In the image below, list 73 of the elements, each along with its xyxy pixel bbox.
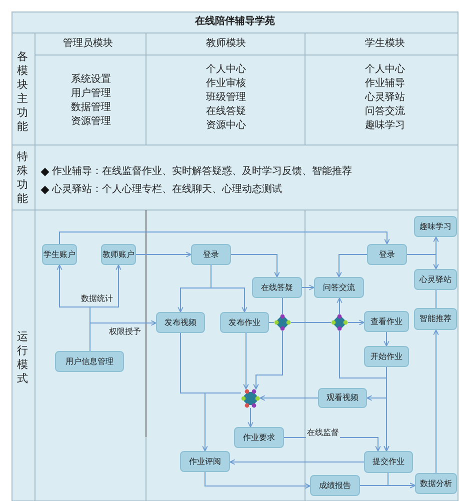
row-heading: 各模块主功能 <box>17 50 29 134</box>
process-box: 观看视频 <box>318 388 367 408</box>
connector-line <box>290 322 332 323</box>
process-box: 心灵驿站 <box>414 269 457 290</box>
arrow <box>366 366 387 401</box>
arrow <box>210 264 248 312</box>
arrow <box>406 254 439 270</box>
function-item: 趣味学习 <box>364 120 406 132</box>
connector-line <box>282 298 283 314</box>
arrow <box>230 254 280 278</box>
function-item: 心灵驿站 <box>364 92 406 104</box>
process-box: 教师账户 <box>101 244 136 265</box>
process-box: 提交作业 <box>364 451 413 473</box>
arrow <box>136 252 192 258</box>
arrow <box>243 332 249 390</box>
function-item: 问答交流 <box>364 106 406 118</box>
arrow <box>90 320 156 352</box>
arrow <box>253 330 283 390</box>
bullet-text: 作业辅导：在线监督作业、实时解答疑惑、及时学习反馈、智能推荐 <box>52 166 352 178</box>
function-item: 资源中心 <box>205 120 247 132</box>
junction-node <box>241 389 260 408</box>
function-item: 用户管理 <box>70 88 112 100</box>
column-heading: 学生模块 <box>364 38 406 50</box>
edge-label: 权限授予 <box>108 327 142 337</box>
function-item: 作业辅导 <box>364 78 406 90</box>
process-box: 趣味学习 <box>414 216 457 237</box>
process-box: 作业要求 <box>234 427 284 448</box>
function-item: 资源管理 <box>70 116 112 128</box>
function-item: 数据管理 <box>70 102 112 114</box>
arrow <box>384 332 390 346</box>
process-box: 在线答疑 <box>252 277 302 298</box>
arrow <box>204 472 310 489</box>
arrow <box>248 408 254 428</box>
function-item: 作业审核 <box>205 78 247 90</box>
arrow <box>302 284 314 290</box>
arrow <box>388 472 416 488</box>
process-box: 发布视频 <box>156 312 205 333</box>
bullet-text: 心灵驿站：个人心理专栏、在线聊天、心理动态测试 <box>52 184 282 196</box>
junction-node <box>274 314 291 331</box>
arrow <box>260 395 318 401</box>
process-box: 作业评阅 <box>180 451 230 472</box>
arrow <box>180 332 208 452</box>
process-box: 查看作业 <box>364 311 409 332</box>
arrow <box>59 232 390 244</box>
process-box: 用户信息管理 <box>55 351 124 372</box>
row-heading: 运行模式 <box>17 330 29 386</box>
table-title: 在线陪伴辅导学苑 <box>194 16 276 28</box>
arrow <box>433 330 439 474</box>
function-item: 个人中心 <box>205 64 247 76</box>
function-item: 班级管理 <box>205 92 247 104</box>
column-heading: 教师模块 <box>205 38 247 50</box>
column-heading: 管理员模块 <box>62 38 114 50</box>
arrow <box>230 459 364 465</box>
process-box: 发布作业 <box>220 312 269 333</box>
arrow <box>348 320 364 326</box>
edge-label: 在线监督 <box>306 428 340 438</box>
process-box: 登录 <box>367 244 407 265</box>
row-heading: 特殊功能 <box>17 150 29 206</box>
arrow <box>336 298 342 314</box>
process-box: 数据分析 <box>415 473 457 494</box>
junction-node <box>331 314 348 331</box>
connector-line <box>268 322 274 323</box>
arrow <box>336 254 368 278</box>
function-item: 在线答疑 <box>205 106 247 118</box>
process-box: 学生账户 <box>42 244 77 265</box>
function-item: 个人中心 <box>364 64 406 76</box>
process-box: 问答交流 <box>314 277 364 298</box>
function-item: 系统设置 <box>70 74 112 86</box>
process-box: 开始作业 <box>364 346 409 367</box>
process-box: 智能推荐 <box>414 308 457 330</box>
process-box: 登录 <box>191 244 231 265</box>
process-box: 成绩报告 <box>310 475 360 496</box>
edge-label: 数据统计 <box>80 294 114 304</box>
